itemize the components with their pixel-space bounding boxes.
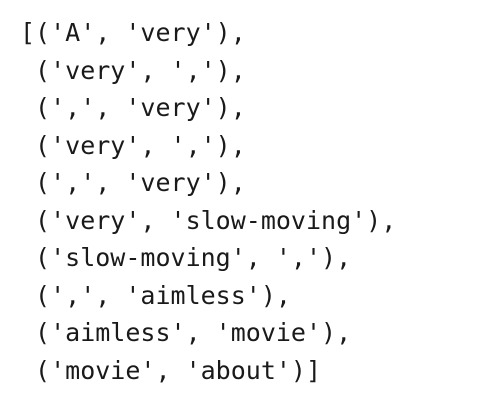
output-line: ('movie', 'about')] [20,355,322,385]
output-line: (',', 'very'), [20,168,246,197]
output-line: ('very', 'slow-moving'), [20,205,397,235]
output-line: [('A', 'very'), [20,18,246,47]
output-line: (',', 'very'), [20,93,246,122]
output-line: ('aimless', 'movie'), [20,318,352,347]
output-line: (',', 'aimless'), [20,280,291,310]
output-line: ('very', ','), [20,130,246,160]
output-line: ('slow-moving', ','), [20,243,352,272]
output-line: ('very', ','), [20,55,246,85]
